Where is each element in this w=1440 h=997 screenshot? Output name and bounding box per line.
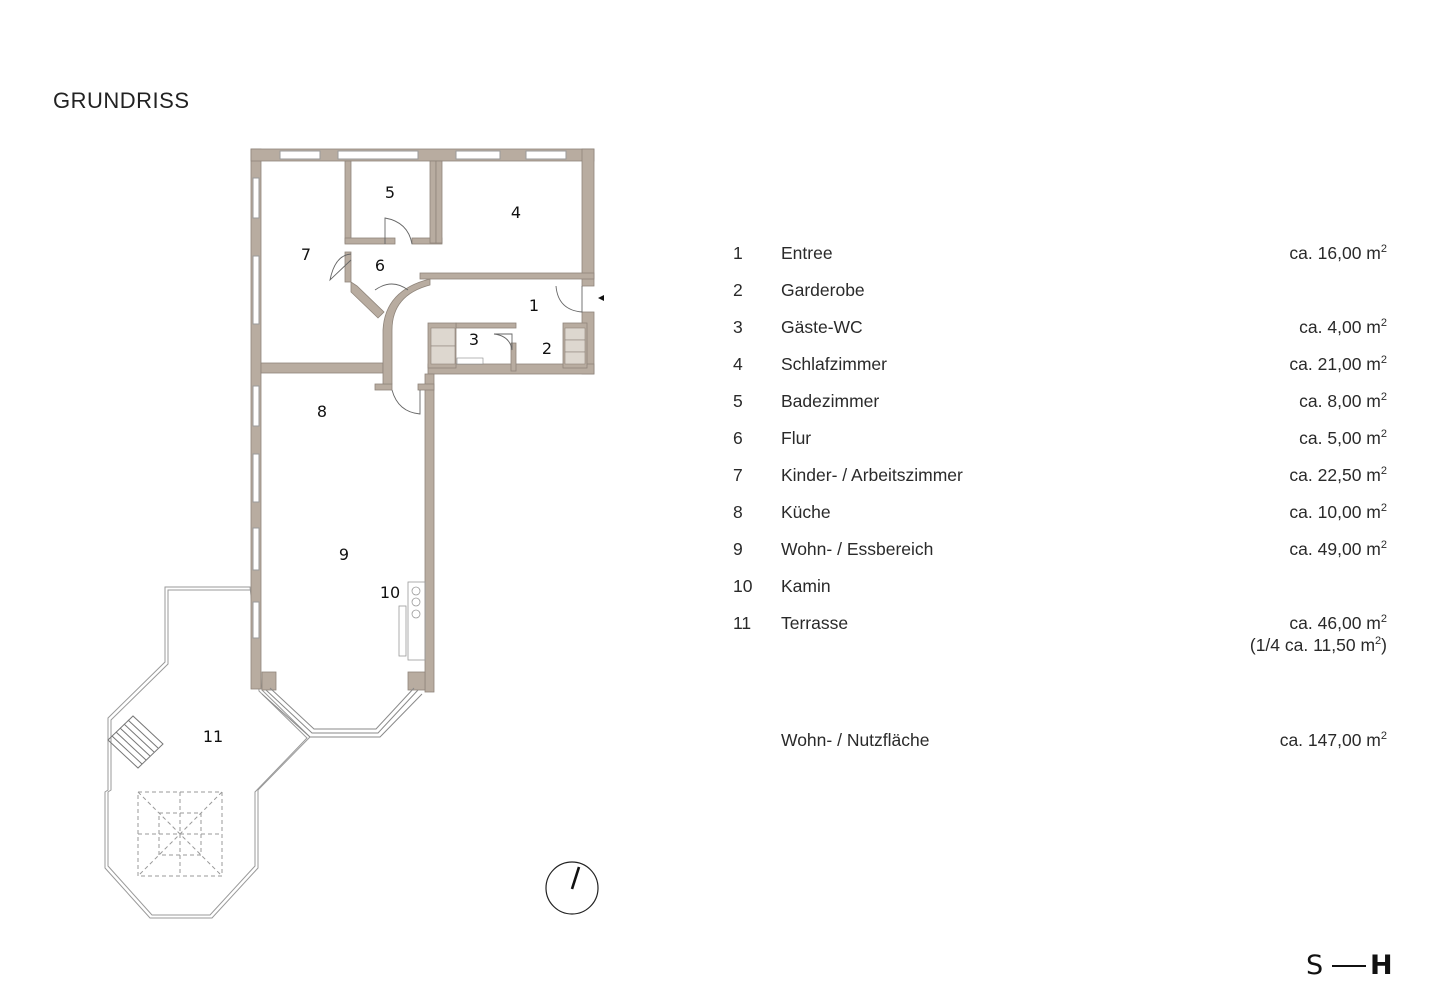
- plan-room-number: 10: [380, 583, 400, 602]
- room-name: Entree: [781, 243, 833, 263]
- room-name: Schlafzimmer: [781, 354, 887, 374]
- room-number: 2: [733, 280, 743, 300]
- legend-row: 11 Terrasse ca. 46,00 m2(1/4 ca. 11,50 m2): [733, 613, 1387, 730]
- room-area: ca. 5,00 m2: [1299, 428, 1387, 448]
- terrace-outline: [104, 586, 311, 919]
- total-value: ca. 147,00 m2: [1279, 730, 1387, 750]
- door-swings: [329, 217, 583, 415]
- legend-row: 9 Wohn- / Essbereich ca. 49,00 m2: [733, 539, 1387, 576]
- room-name: Badezimmer: [781, 391, 880, 411]
- room-number: 3: [733, 317, 743, 337]
- pergola: [137, 791, 223, 877]
- room-area: ca. 46,00 m2: [1289, 613, 1387, 633]
- room-number: 7: [733, 465, 743, 485]
- fireplace: [398, 581, 426, 661]
- brand-logo: S H: [1306, 950, 1393, 981]
- legend-row: 2 Garderobe: [733, 280, 1387, 317]
- plan-room-number: 1: [529, 296, 539, 315]
- room-area: ca. 10,00 m2: [1289, 502, 1387, 522]
- room-name: Garderobe: [781, 280, 865, 300]
- legend-row: 7 Kinder- / Arbeitszimmer ca. 22,50 m2: [733, 465, 1387, 502]
- plan-room-number: 11: [203, 727, 223, 746]
- room-area: ca. 22,50 m2: [1289, 465, 1387, 485]
- legend-row: 1 Entree ca. 16,00 m2: [733, 243, 1387, 280]
- plan-room-number: 2: [542, 339, 552, 358]
- plan-room-number: 9: [339, 545, 349, 564]
- plan-room-number: 8: [317, 402, 327, 421]
- legend-row: 8 Küche ca. 10,00 m2: [733, 502, 1387, 539]
- plan-room-number: 4: [511, 203, 521, 222]
- north-compass-icon: [545, 861, 599, 915]
- plan-room-number: 7: [301, 245, 311, 264]
- room-name: Wohn- / Essbereich: [781, 539, 934, 559]
- room-number: 11: [733, 613, 752, 633]
- room-number: 4: [733, 354, 743, 374]
- room-area-share: (1/4 ca. 11,50 m2): [1249, 635, 1387, 655]
- room-labels: 1 2 3 4 5 6 7 8 9 10 11: [203, 183, 552, 746]
- room-name: Küche: [781, 502, 831, 522]
- stairs: [107, 715, 164, 769]
- room-area: ca. 21,00 m2: [1289, 354, 1387, 374]
- room-name: Gäste-WC: [781, 317, 863, 337]
- entrance-arrow-icon: [598, 295, 604, 301]
- room-number: 9: [733, 539, 743, 559]
- windows: [252, 150, 567, 639]
- legend-row: 3 Gäste-WC ca. 4,00 m2: [733, 317, 1387, 354]
- total-area-row: Wohn- / Nutzfläche ca. 147,00 m2: [733, 730, 1387, 760]
- room-number: 1: [733, 243, 743, 263]
- room-name: Terrasse: [781, 613, 849, 633]
- page-title: GRUNDRISS: [53, 88, 190, 113]
- room-number: 8: [733, 502, 743, 522]
- room-area: ca. 8,00 m2: [1299, 391, 1387, 411]
- room-number: 10: [733, 576, 753, 596]
- plan-room-number: 3: [469, 330, 479, 349]
- total-label: Wohn- / Nutzfläche: [781, 730, 930, 750]
- room-legend: 1 Entree ca. 16,00 m2 2 Garderobe 3 Gäste-WC ca…: [733, 243, 1387, 730]
- room-area: ca. 4,00 m2: [1299, 317, 1387, 337]
- room-name: Kinder- / Arbeitszimmer: [781, 465, 963, 485]
- legend-row: 4 Schlafzimmer ca. 21,00 m2: [733, 354, 1387, 391]
- room-number: 6: [733, 428, 743, 448]
- walls: [250, 148, 595, 693]
- garderobe-shelf: [430, 327, 586, 365]
- room-name: Flur: [781, 428, 812, 448]
- bay-window: [261, 687, 423, 738]
- room-area: ca. 16,00 m2: [1289, 243, 1387, 263]
- room-area: ca. 49,00 m2: [1289, 539, 1387, 559]
- plan-room-number: 5: [385, 183, 395, 202]
- legend-row: 5 Badezimmer ca. 8,00 m2: [733, 391, 1387, 428]
- legend-row: 10 Kamin: [733, 576, 1387, 613]
- plan-room-number: 6: [375, 256, 385, 275]
- room-number: 5: [733, 391, 743, 411]
- legend-row: 6 Flur ca. 5,00 m2: [733, 428, 1387, 465]
- wc-fixture: [456, 357, 484, 365]
- room-name: Kamin: [781, 576, 831, 596]
